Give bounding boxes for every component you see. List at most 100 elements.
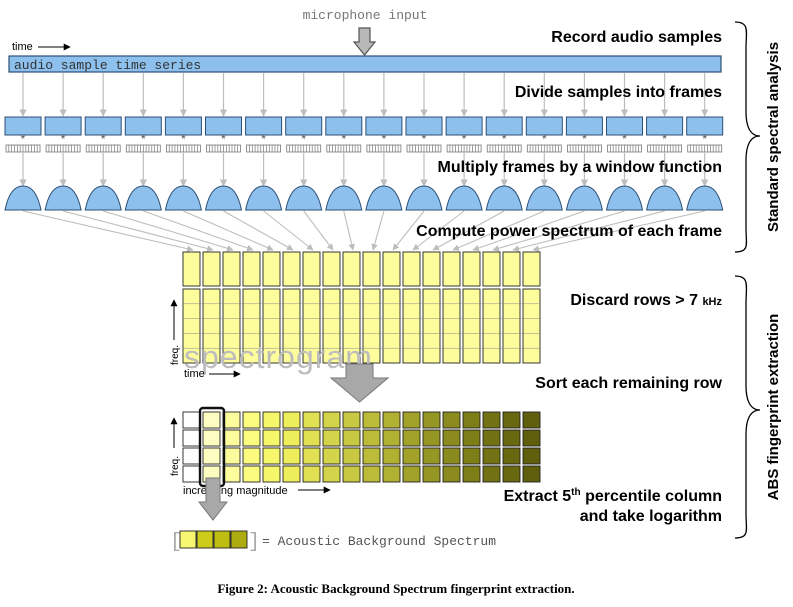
step-extract: Extract 5th percentile column	[504, 487, 722, 505]
spectrogram-watermark: spectrogram	[184, 339, 373, 375]
spectrogram-cell-discarded	[402, 251, 421, 287]
multiply-star: *	[622, 132, 627, 146]
multiply-star: *	[101, 132, 106, 146]
mic-arrow	[352, 27, 377, 56]
spectrogram-column	[382, 288, 401, 364]
spectrogram-column	[302, 288, 321, 364]
window-shape	[686, 185, 724, 211]
sorted-cell	[362, 447, 381, 465]
step-compute: Compute power spectrum of each frame	[416, 223, 722, 240]
sorted-cell	[262, 411, 281, 429]
sorted-cell	[342, 411, 361, 429]
sorted-cell	[322, 429, 341, 447]
spectrogram-column	[182, 288, 201, 364]
sorted-cell	[322, 465, 341, 483]
converge-arrow	[183, 210, 274, 251]
window-shape	[4, 185, 42, 211]
sorted-cell	[262, 447, 281, 465]
sorted-cell	[242, 429, 261, 447]
sorted-cell	[442, 411, 461, 429]
sorted-cell	[242, 465, 261, 483]
spectrogram-cell-discarded	[322, 251, 341, 287]
brace-abs-label: ABS fingerprint extraction	[765, 314, 782, 501]
window-shape	[84, 185, 122, 211]
abs-cell	[230, 530, 248, 549]
extract-down-arrow	[197, 477, 229, 521]
spectrogram-column	[202, 288, 221, 364]
converge-arrow	[512, 210, 665, 252]
spectrogram-cell-discarded	[282, 251, 301, 287]
sorted-cell	[342, 447, 361, 465]
frames-row	[4, 116, 724, 136]
spectrogram-cell-discarded	[482, 251, 501, 287]
multiply-star: *	[221, 132, 226, 146]
brace-standard	[734, 21, 761, 253]
spectrogram	[182, 251, 541, 364]
sorted-cell	[522, 465, 541, 483]
spectrogram-column	[522, 288, 541, 364]
spectrogram-column	[342, 288, 361, 364]
spectrogram-cell-discarded	[182, 251, 201, 287]
sorted-cell	[222, 411, 241, 429]
figure-caption: Figure 2: Acoustic Background Spectrum f…	[217, 581, 574, 596]
sorted-cell	[402, 411, 421, 429]
sorted-cell	[242, 447, 261, 465]
sorted-cell	[482, 429, 501, 447]
sorted-cell	[302, 429, 321, 447]
spectrogram-column	[322, 288, 341, 364]
spectrogram-column	[222, 288, 241, 364]
step-sort: Sort each remaining row	[535, 375, 722, 392]
abs-bracket-left: [	[170, 531, 182, 554]
series-bar	[8, 55, 722, 73]
sorted-cell	[182, 429, 201, 447]
multiply-star: *	[702, 132, 707, 146]
sorted-cell	[442, 447, 461, 465]
spectrogram-cell-discarded	[522, 251, 541, 287]
multiply-star: *	[21, 132, 26, 146]
sorted-cell	[522, 429, 541, 447]
spectrogram-cell-discarded	[362, 251, 381, 287]
window-shape	[405, 185, 443, 211]
sorted-cell	[462, 411, 481, 429]
sorted-cell	[462, 429, 481, 447]
spectrogram-cell-discarded	[302, 251, 321, 287]
sorted-cell	[422, 429, 441, 447]
converge-arrow	[492, 210, 625, 252]
sorted-cell	[422, 465, 441, 483]
converge-arrow	[432, 210, 505, 251]
step-discard: Discard rows > 7 kHz	[570, 292, 722, 309]
spectrogram-cell-discarded	[202, 251, 221, 287]
time-label-top: time	[12, 41, 33, 53]
converge-arrow	[392, 210, 425, 251]
spectrogram-column	[402, 288, 421, 364]
abs-cell	[196, 530, 214, 549]
step-extract-post: percentile column	[581, 488, 722, 505]
step-discard-unit: kHz	[702, 296, 722, 308]
spectrogram-cell-discarded	[462, 251, 481, 287]
spectrogram-column	[262, 288, 281, 364]
frame-box	[606, 116, 643, 136]
sorted-cell	[522, 411, 541, 429]
spectrogram-cell-discarded	[422, 251, 441, 287]
frame-box	[365, 116, 403, 136]
sorted-cell	[382, 465, 401, 483]
multiply-stars: ******************	[5, 132, 723, 153]
converge-arrow	[263, 210, 314, 251]
sorted-cell	[402, 447, 421, 465]
sorted-cell	[302, 465, 321, 483]
frame-box	[646, 116, 684, 136]
multiply-star: *	[301, 132, 306, 146]
multiply-star: *	[261, 132, 266, 146]
sorted-spectrogram	[182, 406, 541, 488]
sorted-cell	[482, 411, 501, 429]
step-multiply: Multiply frames by a window function	[438, 159, 722, 176]
step-record: Record audio samples	[551, 29, 722, 46]
multiply-star: *	[502, 132, 507, 146]
window-shape	[365, 185, 403, 211]
step-extract-sup: th	[571, 487, 580, 498]
converge-arrow	[143, 210, 254, 252]
frame-box	[445, 116, 483, 136]
converge-arrow	[472, 210, 585, 252]
converge-arrow	[22, 210, 194, 252]
freq-label-sorted: freq.	[170, 456, 181, 476]
